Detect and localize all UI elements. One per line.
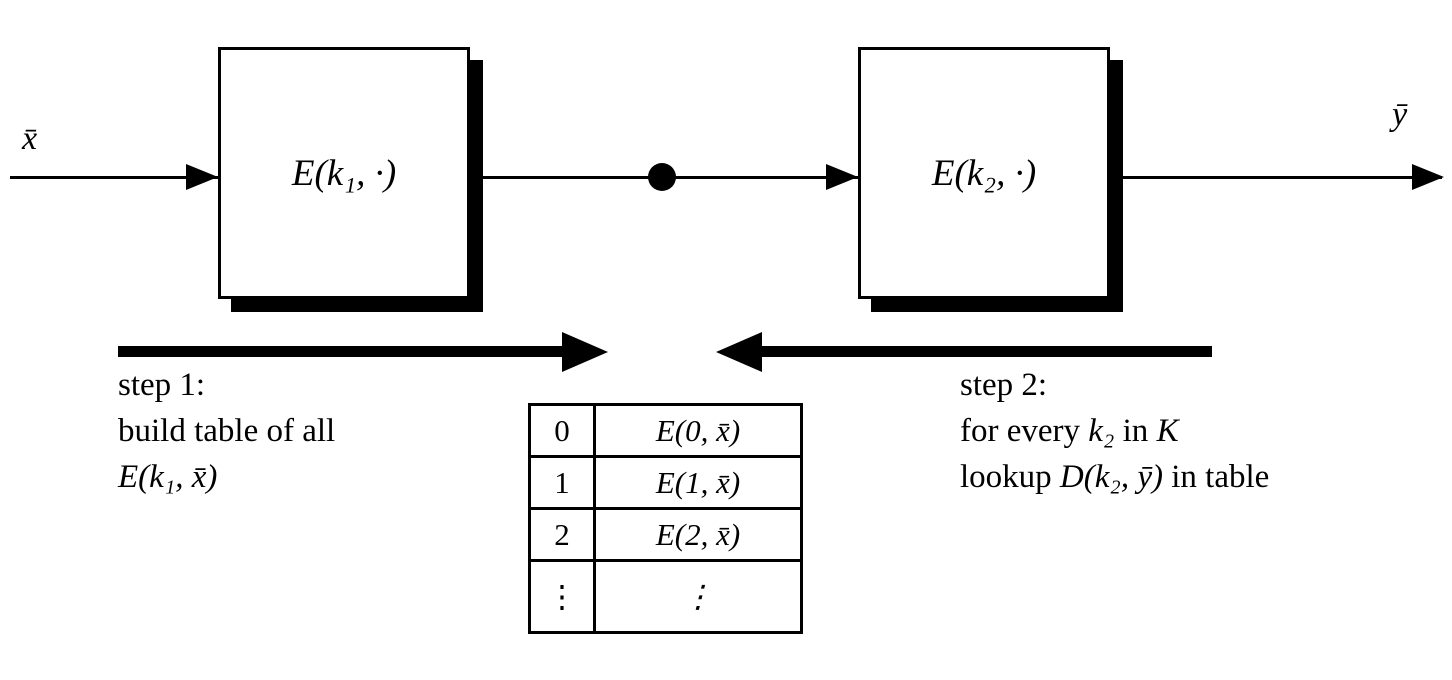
table-value-cell: ⋮ bbox=[593, 559, 803, 634]
encryption-box-1: E(k₁, ·) bbox=[218, 47, 470, 299]
table-row: 2 E(2, x̄) bbox=[528, 507, 803, 562]
step2-line3-text1: lookup bbox=[960, 459, 1060, 495]
step2-line3-text2: in table bbox=[1163, 459, 1270, 495]
step2-arrow bbox=[760, 346, 1212, 357]
step2-line2-text1: for every bbox=[960, 413, 1089, 449]
table-key-cell: ⋮ bbox=[528, 559, 596, 634]
table-value-cell: E(0, x̄) bbox=[593, 403, 803, 458]
step2-line2-keyspace-symbol: K bbox=[1156, 413, 1179, 449]
step2-arrowhead-icon bbox=[716, 332, 762, 372]
connection-dot bbox=[648, 163, 676, 191]
step2-line2-math1: k₂ bbox=[1088, 413, 1115, 449]
encryption-box-2: E(k₂, ·) bbox=[858, 47, 1110, 299]
table-row: 1 E(1, x̄) bbox=[528, 455, 803, 510]
output-label: ȳ bbox=[1392, 96, 1408, 133]
step1-text: step 1: build table of all E(k₁, x̄) bbox=[118, 362, 518, 500]
arrowhead-output-icon bbox=[1412, 164, 1444, 190]
encryption-box-2-label: E(k₂, ·) bbox=[931, 152, 1037, 194]
step1-line2: build table of all bbox=[118, 413, 336, 449]
table-row-ellipsis: ⋮ ⋮ bbox=[528, 559, 803, 634]
step1-arrow bbox=[118, 346, 570, 357]
table-key-cell: 0 bbox=[528, 403, 596, 458]
step2-text: step 2: for every k₂ in K lookup D(k₂, ȳ… bbox=[960, 362, 1440, 500]
step1-arrowhead-icon bbox=[562, 332, 608, 372]
step2-line3-math1: D(k₂, ȳ) bbox=[1059, 459, 1163, 495]
arrowhead-into-box2-icon bbox=[826, 164, 858, 190]
encryption-box-1-label: E(k₁, ·) bbox=[291, 152, 397, 194]
table-key-cell: 2 bbox=[528, 507, 596, 562]
table-value-cell: E(1, x̄) bbox=[593, 455, 803, 510]
table-row: 0 E(0, x̄) bbox=[528, 403, 803, 458]
step2-line2-text2: in bbox=[1114, 413, 1157, 449]
step2-line3: lookup D(k₂, ȳ) in table bbox=[960, 454, 1440, 500]
step2-title: step 2: bbox=[960, 367, 1048, 403]
step1-title: step 1: bbox=[118, 367, 206, 403]
signal-line bbox=[10, 176, 1442, 179]
lookup-table: 0 E(0, x̄) 1 E(1, x̄) 2 E(2, x̄) ⋮ ⋮ bbox=[528, 403, 803, 634]
step1-line3: E(k₁, x̄) bbox=[118, 459, 218, 495]
step2-line2: for every k₂ in K bbox=[960, 408, 1440, 454]
table-key-cell: 1 bbox=[528, 455, 596, 510]
table-value-cell: E(2, x̄) bbox=[593, 507, 803, 562]
input-label: x̄ bbox=[22, 120, 38, 157]
arrowhead-into-box1-icon bbox=[186, 164, 218, 190]
